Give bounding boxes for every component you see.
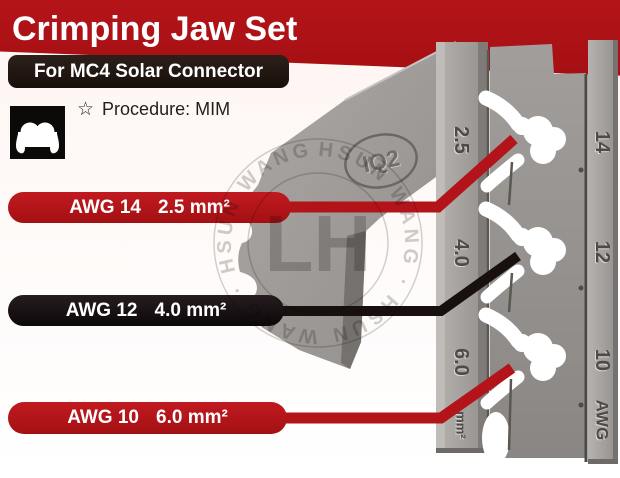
- callout-awg12: AWG 12 4.0 mm²: [8, 295, 284, 326]
- callout-line-awg14: [283, 134, 518, 213]
- subtitle-label: For MC4 Solar Connector: [33, 60, 264, 82]
- die-opening-2-5: [478, 90, 566, 193]
- procedure-line: ☆ Procedure: MIM: [77, 99, 230, 120]
- callout-awg12-gauge: AWG 12: [65, 299, 138, 321]
- callout-awg12-size: 4.0 mm²: [154, 299, 227, 321]
- jaw-right-rail: 14 12 10 AWG: [588, 40, 618, 464]
- callout-awg10: AWG 10 6.0 mm²: [8, 402, 287, 434]
- rail-marking-6-0: 6.0: [450, 348, 472, 376]
- page-title: Crimping Jaw Set: [12, 10, 298, 48]
- procedure-label: Procedure: MIM: [102, 99, 231, 119]
- die-opening-4-0: [478, 201, 566, 304]
- callout-awg10-size: 6.0 mm²: [156, 407, 228, 428]
- callout-awg10-gauge: AWG 10: [67, 407, 139, 428]
- subtitle-box: For MC4 Solar Connector: [8, 55, 289, 88]
- callout-line-awg12: [278, 251, 521, 316]
- callout-line-awg10: [280, 363, 516, 424]
- crimp-die-icon-graphic: [10, 106, 65, 159]
- rail-marking-awg: AWG: [593, 400, 612, 441]
- jaw-center-column: [478, 44, 588, 464]
- rail-marking-4-0: 4.0: [450, 239, 472, 267]
- rail-marking-mm2: mm²: [454, 411, 469, 439]
- jaw-left-rail: 2.5 4.0 6.0 mm²: [436, 42, 488, 453]
- callout-awg14-size: 2.5 mm²: [158, 196, 230, 218]
- callout-awg14: AWG 14 2.5 mm²: [8, 192, 291, 223]
- rail-marking-14: 14: [591, 131, 613, 154]
- rail-marking-10: 10: [591, 349, 613, 371]
- die-opening-6-0: [478, 307, 566, 410]
- callout-awg14-gauge: AWG 14: [69, 196, 141, 218]
- star-icon: ☆: [77, 99, 95, 120]
- rail-marking-2-5: 2.5: [450, 126, 472, 154]
- rail-marking-12: 12: [591, 241, 613, 263]
- crimp-die-icon: [10, 106, 65, 159]
